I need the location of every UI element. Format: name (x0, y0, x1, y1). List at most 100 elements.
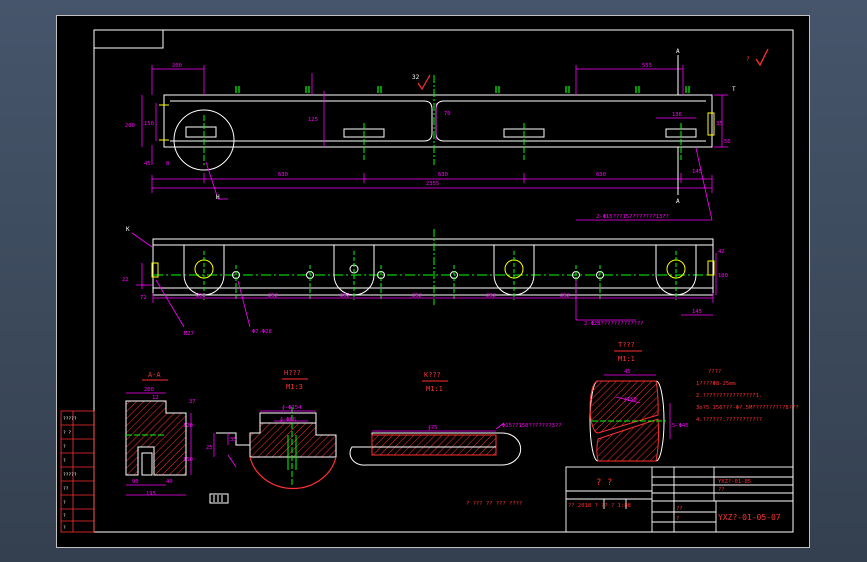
dim-side-150: 150 (144, 121, 154, 127)
dim-inner-70: 70 (444, 111, 451, 117)
drawing-svg: ????? ? ? ? ? ????? ?? ? ? ? (60, 29, 799, 533)
k-dim-175: ∮75 (428, 424, 438, 431)
section-k-title: K??? (424, 371, 441, 379)
label-section-a-top: A (676, 48, 680, 55)
section-aa (125, 400, 187, 476)
t-dim-45: 45 (624, 369, 631, 375)
drawing-canvas[interactable]: ????? ? ? ? ? ????? ?? ? ? ? (56, 15, 810, 548)
rev-cell-2: ? ? (63, 430, 71, 436)
title-block (565, 466, 794, 533)
dim-mid-42: 42 (718, 249, 725, 255)
dim-mid-22: 22 (122, 277, 129, 283)
dim-right-50: 50 (724, 139, 731, 145)
label-detail-h: H (216, 194, 220, 201)
notes-line-3: 3o?5 156???-Φ?.5M??????????8??? (696, 405, 799, 411)
roughness-symbol-corner (755, 48, 769, 67)
rev-cell-4: ? (63, 458, 66, 464)
dim-mid-292-c: 292 (340, 293, 350, 299)
dim-total-2355: 2355 (426, 181, 439, 187)
dim-mid-72: 72 (140, 295, 147, 301)
dim-seg-630-c: 630 (596, 172, 606, 178)
rev-cell-7: ? (63, 500, 66, 506)
section-t-title: T??? (618, 341, 635, 349)
dim-mid-292-e: 292 (486, 293, 496, 299)
dim-mid-292-f: 292 (560, 293, 570, 299)
inner-frame (93, 29, 794, 533)
dim-seg-630-b: 630 (438, 172, 448, 178)
tb-mark-b: ? (676, 516, 679, 522)
section-t-dims (604, 374, 671, 439)
section-k-dims (372, 422, 505, 432)
note-m27: M27 (184, 331, 194, 337)
top-view-dimensions (141, 65, 728, 221)
t-dim-5: 5-Φ45 (672, 423, 689, 429)
dim-top-136: 136 (672, 112, 682, 118)
dim-side-200: 200 (125, 123, 135, 129)
rev-cell-8: ? (63, 513, 66, 519)
corner-box (93, 29, 164, 49)
h-dim-154: ∮-Φ154 (282, 404, 302, 411)
dim-inner-125: 125 (308, 117, 318, 123)
notes-line-1: 1????Φ8-25mm (696, 381, 736, 387)
small-symbol (209, 493, 229, 504)
section-aa-title: A-A (148, 371, 161, 379)
section-aa-dims (126, 392, 192, 496)
h-dim-25: 25 (206, 445, 213, 451)
notes-title: ???? (708, 369, 721, 375)
section-k-scale: M1:1 (426, 385, 443, 393)
dim-right-35: 35 (716, 121, 723, 127)
sec-dim-150: 150 (183, 457, 193, 463)
rev-cell-3: ? (63, 444, 66, 450)
tb-mark-a: ?? (676, 506, 683, 512)
notes-line-4: 4.??????.??????????? (696, 417, 762, 423)
note-holes: 2-Φ15???15????????13?? (596, 214, 669, 220)
front-view-dimensions (131, 232, 717, 328)
sec-dim-90: 90 (132, 479, 139, 485)
sec-dim-200: 200 (144, 387, 154, 393)
section-h-scale: M1:3 (286, 383, 303, 391)
sec-dim-40: 40 (166, 479, 173, 485)
rev-cell-9: ? (63, 525, 66, 531)
section-h-title: H??? (284, 369, 301, 377)
section-h (216, 407, 337, 490)
dim-side-8: 8 (166, 161, 169, 167)
tb-qty: ?? (718, 487, 725, 493)
tb-part-name: ? ? (596, 478, 612, 488)
notes-line-2: 2.????????????????1. (696, 393, 762, 399)
label-roughness-32: 32 (412, 74, 420, 81)
rev-cell-1: ????? (63, 416, 77, 422)
dim-mid-292-b: 292 (268, 293, 278, 299)
roughness-symbol-top (417, 74, 431, 91)
section-t (589, 380, 666, 462)
dim-mid-292-a: 292 (196, 293, 206, 299)
front-view (151, 229, 715, 305)
dim-seg-630-a: 630 (278, 172, 288, 178)
left-revision-table (60, 410, 95, 533)
dim-mid-292-d: 292 (412, 293, 422, 299)
h-dim-35: 35 (230, 437, 237, 443)
label-view-k: K (126, 226, 130, 233)
dim-top-555: 555 (642, 63, 652, 69)
tb-material-code: YXZ?-01-05 (718, 479, 751, 485)
section-t-scale: M1:1 (618, 355, 635, 363)
dim-mid-100: 100 (718, 273, 728, 279)
sec-dim-195: 195 (146, 491, 156, 497)
tb-drawing-number: YXZ?-01-05-07 (718, 513, 781, 522)
dim-side-45: 45 (144, 161, 151, 167)
label-view-t: T (732, 86, 736, 93)
k-note: Φ15??150???????3?? (502, 423, 562, 429)
section-k (349, 432, 522, 466)
notes-bottom: ? ??? ?? ??? ???? (466, 501, 522, 507)
section-h-dims (213, 410, 316, 468)
roughness-tag: ? (746, 56, 750, 63)
dim-right-145: 145 (692, 169, 702, 175)
note-slot: 2-Φ28????????????? (584, 321, 644, 327)
note-phi: Φ7-Φ28 (252, 329, 272, 335)
label-section-a-bottom: A (676, 198, 680, 205)
sec-dim-120: 120 (183, 423, 193, 429)
rev-cell-5: ????? (63, 472, 77, 478)
t-dim-150: ∮150 (624, 396, 637, 403)
dim-mid-145: 145 (692, 309, 702, 315)
dim-top-200: 200 (172, 63, 182, 69)
